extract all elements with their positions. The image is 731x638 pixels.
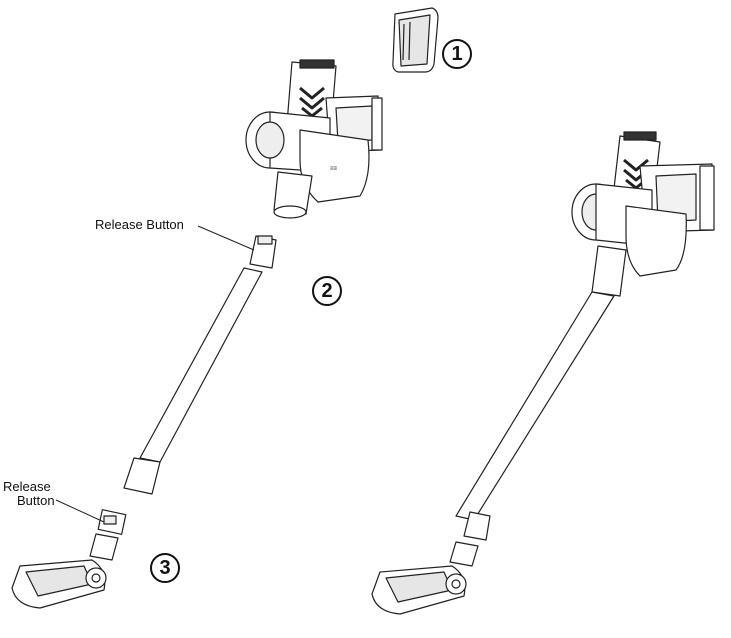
svg-text:≡≡: ≡≡ bbox=[330, 166, 338, 172]
release-button-label-bottom-line2: Button bbox=[17, 493, 55, 508]
extension-tube-part bbox=[123, 235, 277, 495]
step-number-2: 2 bbox=[312, 276, 342, 306]
assembled-vacuum bbox=[371, 131, 715, 615]
floor-head-part bbox=[11, 509, 127, 609]
battery-pack-part bbox=[392, 7, 439, 73]
release-button-leader-bottom bbox=[55, 499, 105, 523]
motor-body-part: ≡≡ bbox=[245, 59, 383, 219]
release-button-label-bottom-line1: Release bbox=[3, 479, 51, 494]
release-button-label-top: Release Button bbox=[95, 217, 184, 232]
step-number-1: 1 bbox=[442, 39, 472, 69]
release-button-leader-top bbox=[197, 225, 255, 251]
step-number-3: 3 bbox=[150, 553, 180, 583]
